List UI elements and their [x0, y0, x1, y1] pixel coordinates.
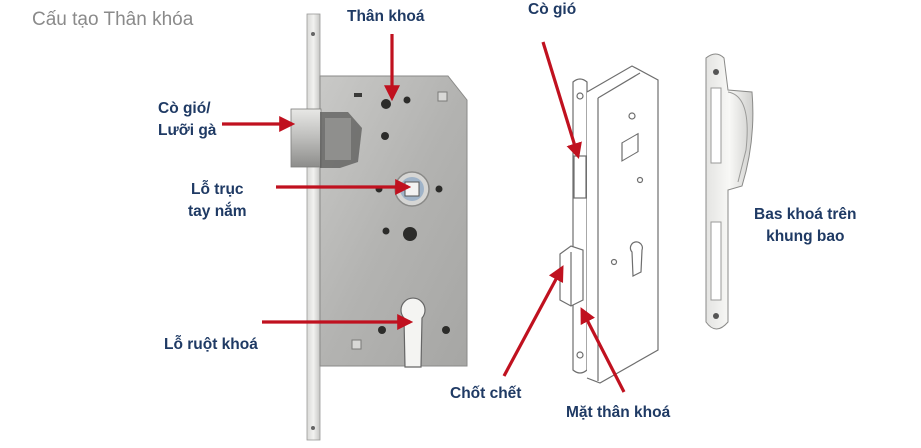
label-bas-khoa-line2: khung bao — [766, 228, 845, 245]
label-co-gio: Cò gió — [528, 1, 577, 18]
pointer-arrows — [222, 34, 626, 393]
label-co-gio-luoi-ga-line1: Cò gió/ — [158, 100, 211, 117]
page-title: Cấu tạo Thân khóa — [32, 9, 194, 30]
strike-screw — [713, 313, 719, 319]
drawing-hole — [628, 112, 636, 120]
case-hole — [442, 326, 450, 334]
cylinder-keyhole — [400, 297, 426, 368]
label-lo-ruot-khoa: Lỗ ruột khoá — [164, 336, 258, 353]
label-lo-truc-line1: Lỗ trục — [191, 181, 244, 198]
strike-slot — [710, 87, 722, 164]
label-bas-khoa-line1: Bas khoá trên — [754, 206, 857, 223]
label-lo-truc-line2: tay nắm — [188, 203, 247, 220]
case-rivet — [351, 339, 362, 350]
faceplate-screw — [311, 32, 315, 36]
drawing-hole — [576, 351, 584, 359]
drawing-hole — [610, 258, 618, 266]
faceplate-screw — [311, 426, 315, 430]
arrow-chot-chet — [502, 265, 564, 377]
case-hole — [403, 96, 411, 104]
lock-line-drawing — [559, 65, 659, 384]
label-bas-khoa: Bas khoá trên khung bao — [754, 204, 857, 248]
drawing-faceplate — [572, 78, 588, 374]
case-hole — [435, 185, 443, 193]
drawing-latch — [573, 155, 587, 199]
lock-body-photo — [290, 13, 468, 441]
case-slot — [354, 93, 362, 97]
faceplate-strip — [306, 13, 321, 441]
label-than-khoa: Thân khoá — [347, 8, 425, 25]
case-hole — [378, 326, 386, 334]
case-hole — [381, 99, 391, 109]
case-rivet — [437, 91, 448, 102]
strike-lip — [727, 91, 748, 183]
latch-mechanism-inner — [325, 118, 351, 160]
drawing-hole — [636, 176, 644, 184]
spindle-square-hole — [404, 181, 420, 197]
drawing-spindle — [621, 132, 639, 162]
label-chot-chet: Chốt chết — [450, 385, 522, 402]
strike-plate — [705, 53, 754, 330]
drawing-keyhole — [629, 241, 643, 277]
label-mat-than-khoa: Mặt thân khoá — [566, 404, 671, 421]
case-hole — [381, 132, 389, 140]
strike-slot — [710, 221, 722, 301]
drawing-edge — [597, 72, 641, 99]
label-co-gio-luoi-ga: Cò gió/ Lưỡi gà — [158, 98, 216, 142]
latch-bolt — [290, 108, 322, 168]
arrow-mat-than-khoa — [580, 307, 626, 393]
strike-screw — [713, 69, 719, 75]
drawing-hole — [576, 92, 584, 100]
label-lo-truc-tay-nam: Lỗ trục tay nắm — [188, 179, 247, 223]
case-hole — [382, 227, 390, 235]
label-co-gio-luoi-ga-line2: Lưỡi gà — [158, 122, 217, 139]
arrow-co-gio — [541, 41, 582, 160]
case-hole — [403, 227, 417, 241]
drawing-case — [586, 65, 659, 384]
